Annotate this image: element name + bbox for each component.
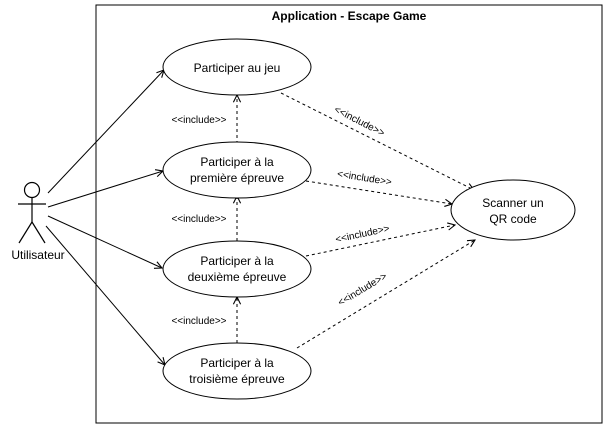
use-case-scanner-qr-code-line1: Scanner un (482, 196, 543, 210)
include-troisieme-to-scanner (296, 240, 475, 349)
include-label-troisieme-scanner: <<include>> (336, 271, 389, 309)
include-label-deuxieme-scanner: <<include>> (334, 223, 390, 245)
use-case-participer-au-jeu-shape (162, 38, 312, 96)
include-label-jeu-scanner: <<include>> (332, 104, 386, 139)
use-case-deuxieme-epreuve[interactable]: Participer à la deuxième épreuve (162, 240, 312, 298)
include-deuxieme-to-scanner (305, 225, 455, 257)
use-case-deuxieme-epreuve-line2: deuxième épreuve (188, 270, 287, 284)
association-troisieme-epreuve (45, 225, 165, 365)
actor-utilisateur[interactable] (18, 181, 46, 244)
use-case-deuxieme-epreuve-shape (162, 240, 312, 298)
include-jeu-to-scanner (280, 92, 474, 190)
include-label-2: <<include>> (171, 214, 226, 225)
actor-right-leg (31, 221, 46, 244)
include-label-3: <<include>> (171, 316, 226, 327)
use-case-premiere-epreuve[interactable]: Participer à la première épreuve (162, 141, 312, 199)
system-title: Application - Escape Game (272, 9, 427, 23)
use-case-participer-au-jeu-label: Participer au jeu (194, 61, 281, 75)
association-deuxieme-epreuve (47, 215, 162, 268)
use-case-troisieme-epreuve-line1: Participer à la (200, 356, 274, 370)
use-case-scanner-qr-code-shape (450, 179, 576, 241)
use-case-participer-au-jeu[interactable]: Participer au jeu (162, 38, 312, 96)
use-case-scanner-qr-code-line2: QR code (489, 212, 537, 226)
include-label-premiere-scanner: <<include>> (336, 169, 392, 189)
association-premiere-epreuve (47, 171, 163, 208)
actor-head (23, 181, 41, 199)
use-case-premiere-epreuve-shape (162, 141, 312, 199)
use-case-premiere-epreuve-line1: Participer à la (200, 155, 274, 169)
actor-left-leg (18, 221, 33, 244)
actor-name: Utilisateur (11, 248, 64, 262)
include-label-1: <<include>> (171, 115, 226, 126)
include-premiere-to-scanner (305, 180, 452, 204)
use-case-troisieme-epreuve[interactable]: Participer à la troisième épreuve (162, 342, 312, 400)
use-case-troisieme-epreuve-line2: troisième épreuve (189, 372, 285, 386)
use-case-scanner-qr-code[interactable]: Scanner un QR code (450, 179, 576, 241)
use-case-deuxieme-epreuve-line1: Participer à la (200, 254, 274, 268)
use-case-premiere-epreuve-line2: première épreuve (190, 171, 284, 185)
system-boundary (95, 4, 603, 424)
use-case-troisieme-epreuve-shape (162, 342, 312, 400)
association-participer-jeu (47, 70, 164, 194)
